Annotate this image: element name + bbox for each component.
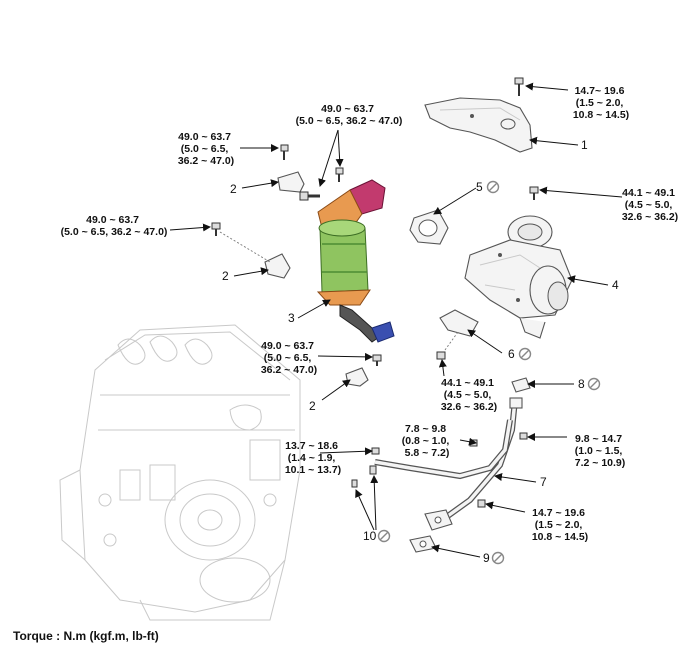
callout-7: 7 — [540, 475, 547, 489]
gasket-part — [439, 309, 479, 337]
no-reuse-icon — [486, 180, 500, 194]
bolt-icon — [372, 354, 382, 366]
callout-6: 6 — [508, 347, 515, 361]
torque-label-pipe-left: 13.7 ~ 18.6 (1.4 ~ 1.9, 10.1 ~ 13.7) — [285, 440, 341, 476]
heat-protector-part — [424, 97, 533, 153]
bolt-icon — [211, 222, 221, 236]
washer-part — [351, 465, 377, 488]
no-reuse-icon — [587, 377, 601, 391]
gasket-part — [409, 209, 449, 245]
callout-4: 4 — [612, 278, 619, 292]
callout-1: 1 — [581, 138, 588, 152]
bracket-middle-part — [264, 253, 291, 279]
callout-5: 5 — [476, 180, 483, 194]
engine-block-outline — [59, 324, 301, 621]
leader-lines — [169, 82, 623, 558]
callout-9: 9 — [483, 551, 490, 565]
bolt-icon — [436, 351, 446, 360]
bolt-icon — [529, 186, 539, 200]
gasket-part — [409, 535, 437, 553]
gasket-part — [511, 377, 531, 393]
callout-3: 3 — [288, 311, 295, 325]
catalytic-converter-part — [299, 167, 395, 343]
torque-label-bracket-middle: 49.0 ~ 63.7 (5.0 ~ 6.5, 36.2 ~ 47.0) — [61, 214, 168, 238]
bracket-lower-part — [345, 367, 369, 387]
torque-label-oil-pipe-eyebolt: 7.8 ~ 9.8 (0.8 ~ 1.0, 5.8 ~ 7.2) — [402, 423, 453, 459]
callout-8: 8 — [578, 377, 585, 391]
callout-2: 2 — [309, 399, 316, 413]
torque-label-heat-protector-bolt: 14.7~ 19.6 (1.5 ~ 2.0, 10.8 ~ 14.5) — [573, 85, 629, 121]
oil-feed-pipe-part — [374, 397, 523, 531]
torque-label-pipe-right: 9.8 ~ 14.7 (1.0 ~ 1.5, 7.2 ~ 10.9) — [575, 433, 626, 469]
callout-2: 2 — [222, 269, 229, 283]
torque-label-pipe-lower: 14.7 ~ 19.6 (1.5 ~ 2.0, 10.8 ~ 14.5) — [532, 507, 588, 543]
torque-label-converter-upper: 49.0 ~ 63.7 (5.0 ~ 6.5, 36.2 ~ 47.0) — [296, 103, 403, 127]
no-reuse-icon — [518, 347, 532, 361]
torque-label-turbo-lower: 44.1 ~ 49.1 (4.5 ~ 5.0, 32.6 ~ 36.2) — [441, 377, 497, 413]
turbocharger-part — [464, 215, 573, 339]
torque-unit-legend: Torque : N.m (kgf.m, lb-ft) — [13, 629, 159, 643]
bolt-icon — [514, 77, 524, 96]
bolt-icon — [280, 144, 289, 160]
bracket-upper-part — [277, 171, 305, 193]
callout-2: 2 — [230, 182, 237, 196]
torque-label-bracket-upper: 49.0 ~ 63.7 (5.0 ~ 6.5, 36.2 ~ 47.0) — [178, 131, 234, 167]
no-reuse-icon — [377, 529, 391, 543]
callout-10: 10 — [363, 529, 377, 543]
no-reuse-icon — [491, 551, 505, 565]
torque-label-turbo-upper: 44.1 ~ 49.1 (4.5 ~ 5.0, 32.6 ~ 36.2) — [622, 187, 678, 223]
torque-label-bracket-lower: 49.0 ~ 63.7 (5.0 ~ 6.5, 36.2 ~ 47.0) — [261, 340, 317, 376]
